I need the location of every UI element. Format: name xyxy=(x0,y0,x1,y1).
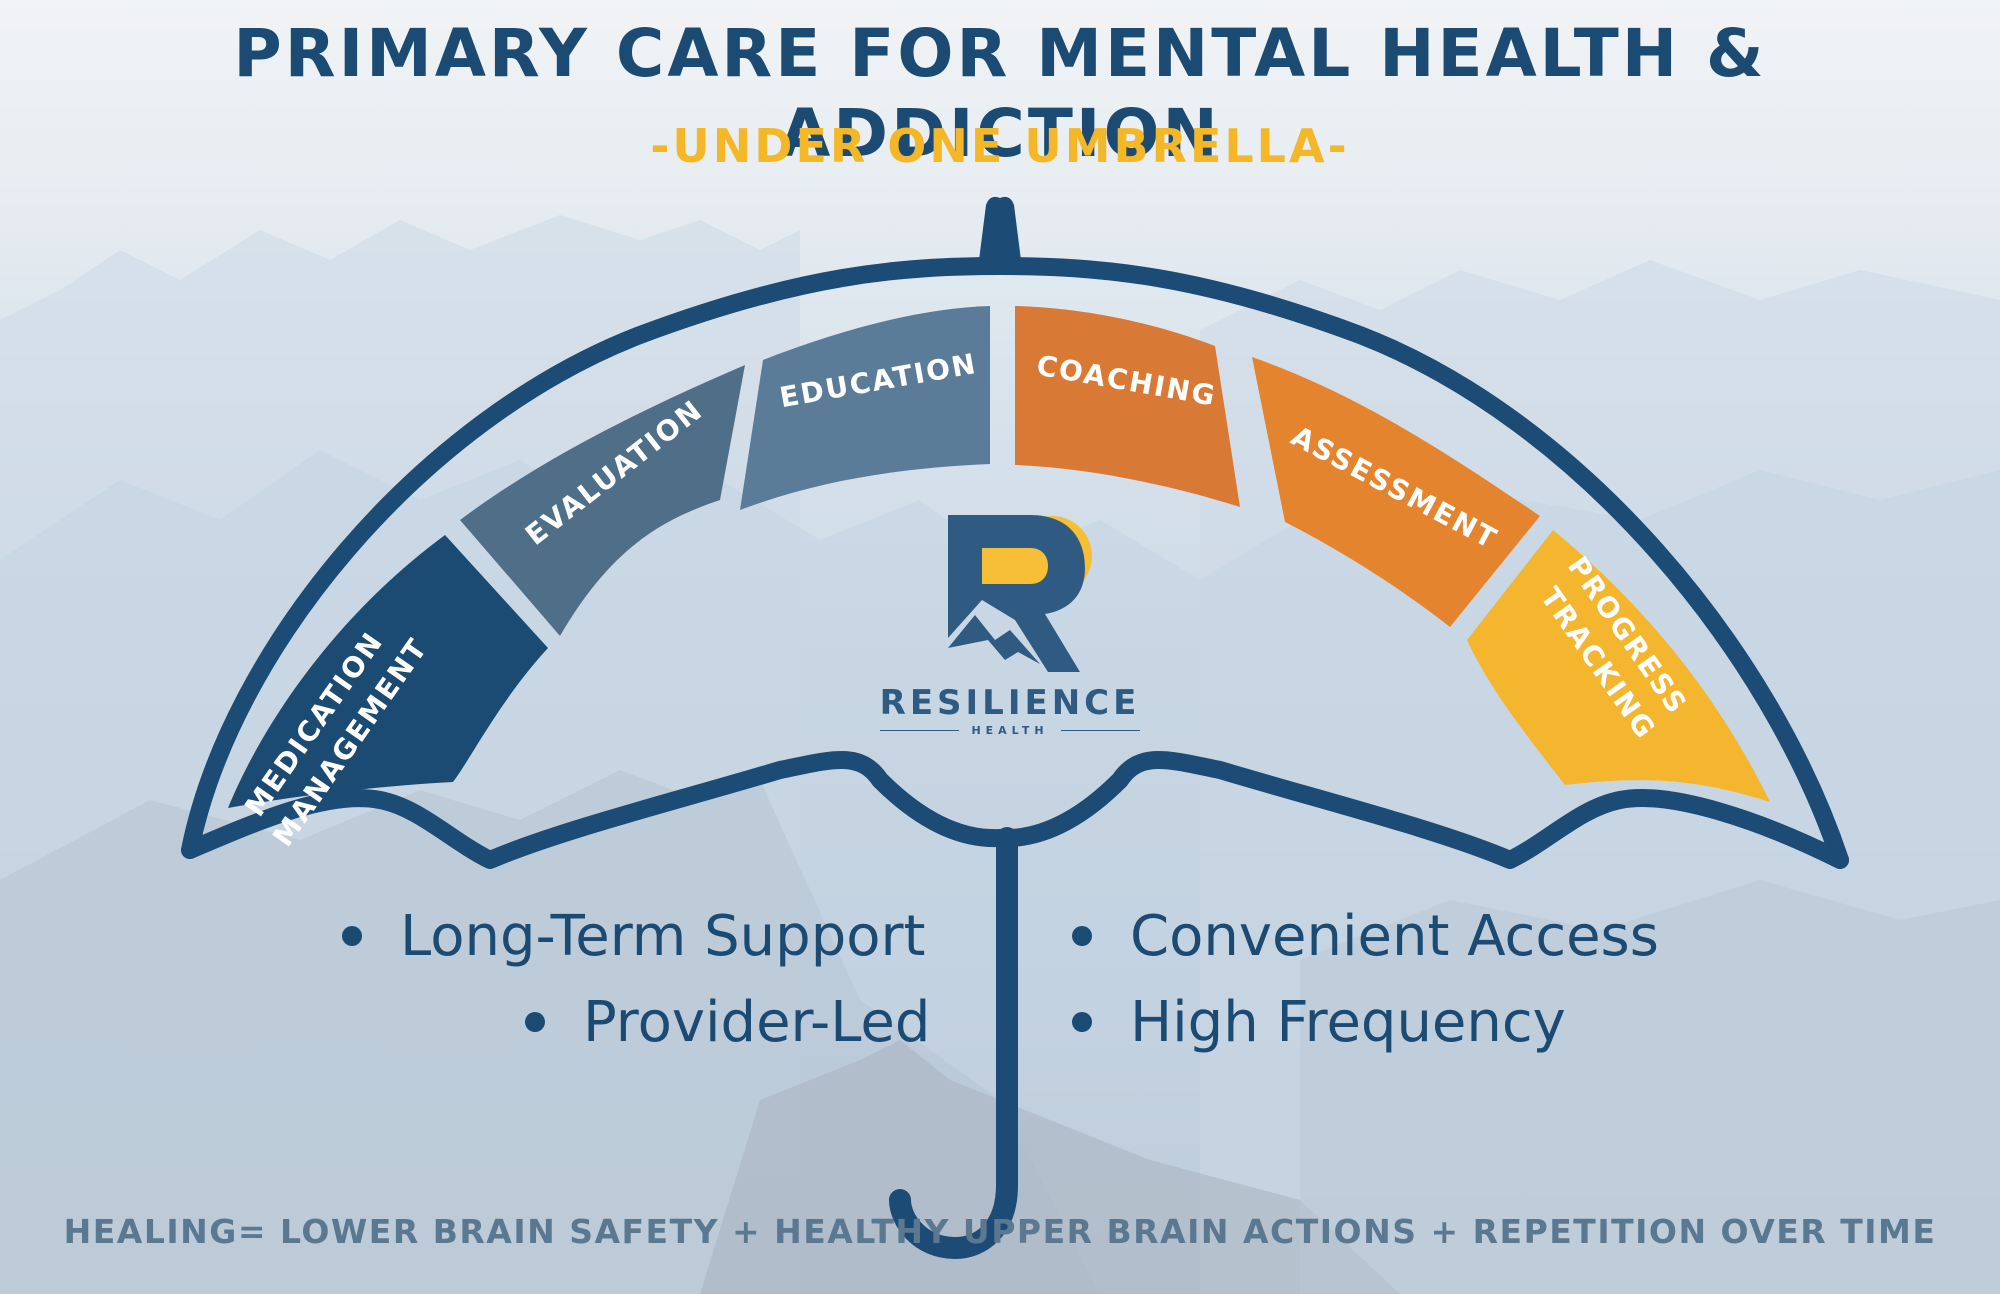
benefit-text: High Frequency xyxy=(1130,990,1566,1055)
resilience-logo-icon xyxy=(948,515,1092,672)
healing-formula: HEALING= LOWER BRAIN SAFETY + HEALTHY UP… xyxy=(63,1212,1937,1251)
benefit-item: Provider-Led xyxy=(525,988,930,1058)
page-title: PRIMARY CARE FOR MENTAL HEALTH & ADDICTI… xyxy=(233,15,1767,172)
umbrella-handle xyxy=(889,827,1018,1260)
benefit-item: Convenient Access xyxy=(1072,902,1659,972)
benefit-text: Convenient Access xyxy=(1130,904,1659,969)
umbrella-tip-icon xyxy=(978,196,1022,268)
bullet-icon xyxy=(1072,925,1092,946)
segment-progress-tracking xyxy=(1467,530,1770,802)
segment-education xyxy=(740,306,990,510)
segment-coaching xyxy=(1015,306,1240,507)
segment-evaluation xyxy=(460,365,745,636)
benefit-item: High Frequency xyxy=(1072,988,1566,1058)
divider-line xyxy=(880,730,960,731)
logo-tagline-text: HEALTH xyxy=(971,724,1049,737)
bullet-icon xyxy=(525,1011,545,1032)
divider-line xyxy=(1060,730,1141,731)
logo-tagline: HEALTH xyxy=(880,724,1141,737)
umbrella-canopy-outline xyxy=(181,256,1849,869)
segment-medication-management xyxy=(228,535,548,808)
bullet-icon xyxy=(1072,1011,1092,1032)
logo-wordmark: RESILIENCE xyxy=(879,683,1141,723)
segment-assessment xyxy=(1252,357,1540,627)
bullet-icon xyxy=(342,925,362,946)
benefit-item: Long-Term Support xyxy=(342,902,926,972)
benefit-text: Long-Term Support xyxy=(400,904,926,969)
page-subtitle: -UNDER ONE UMBRELLA- xyxy=(650,119,1350,173)
benefit-text: Provider-Led xyxy=(583,990,931,1055)
